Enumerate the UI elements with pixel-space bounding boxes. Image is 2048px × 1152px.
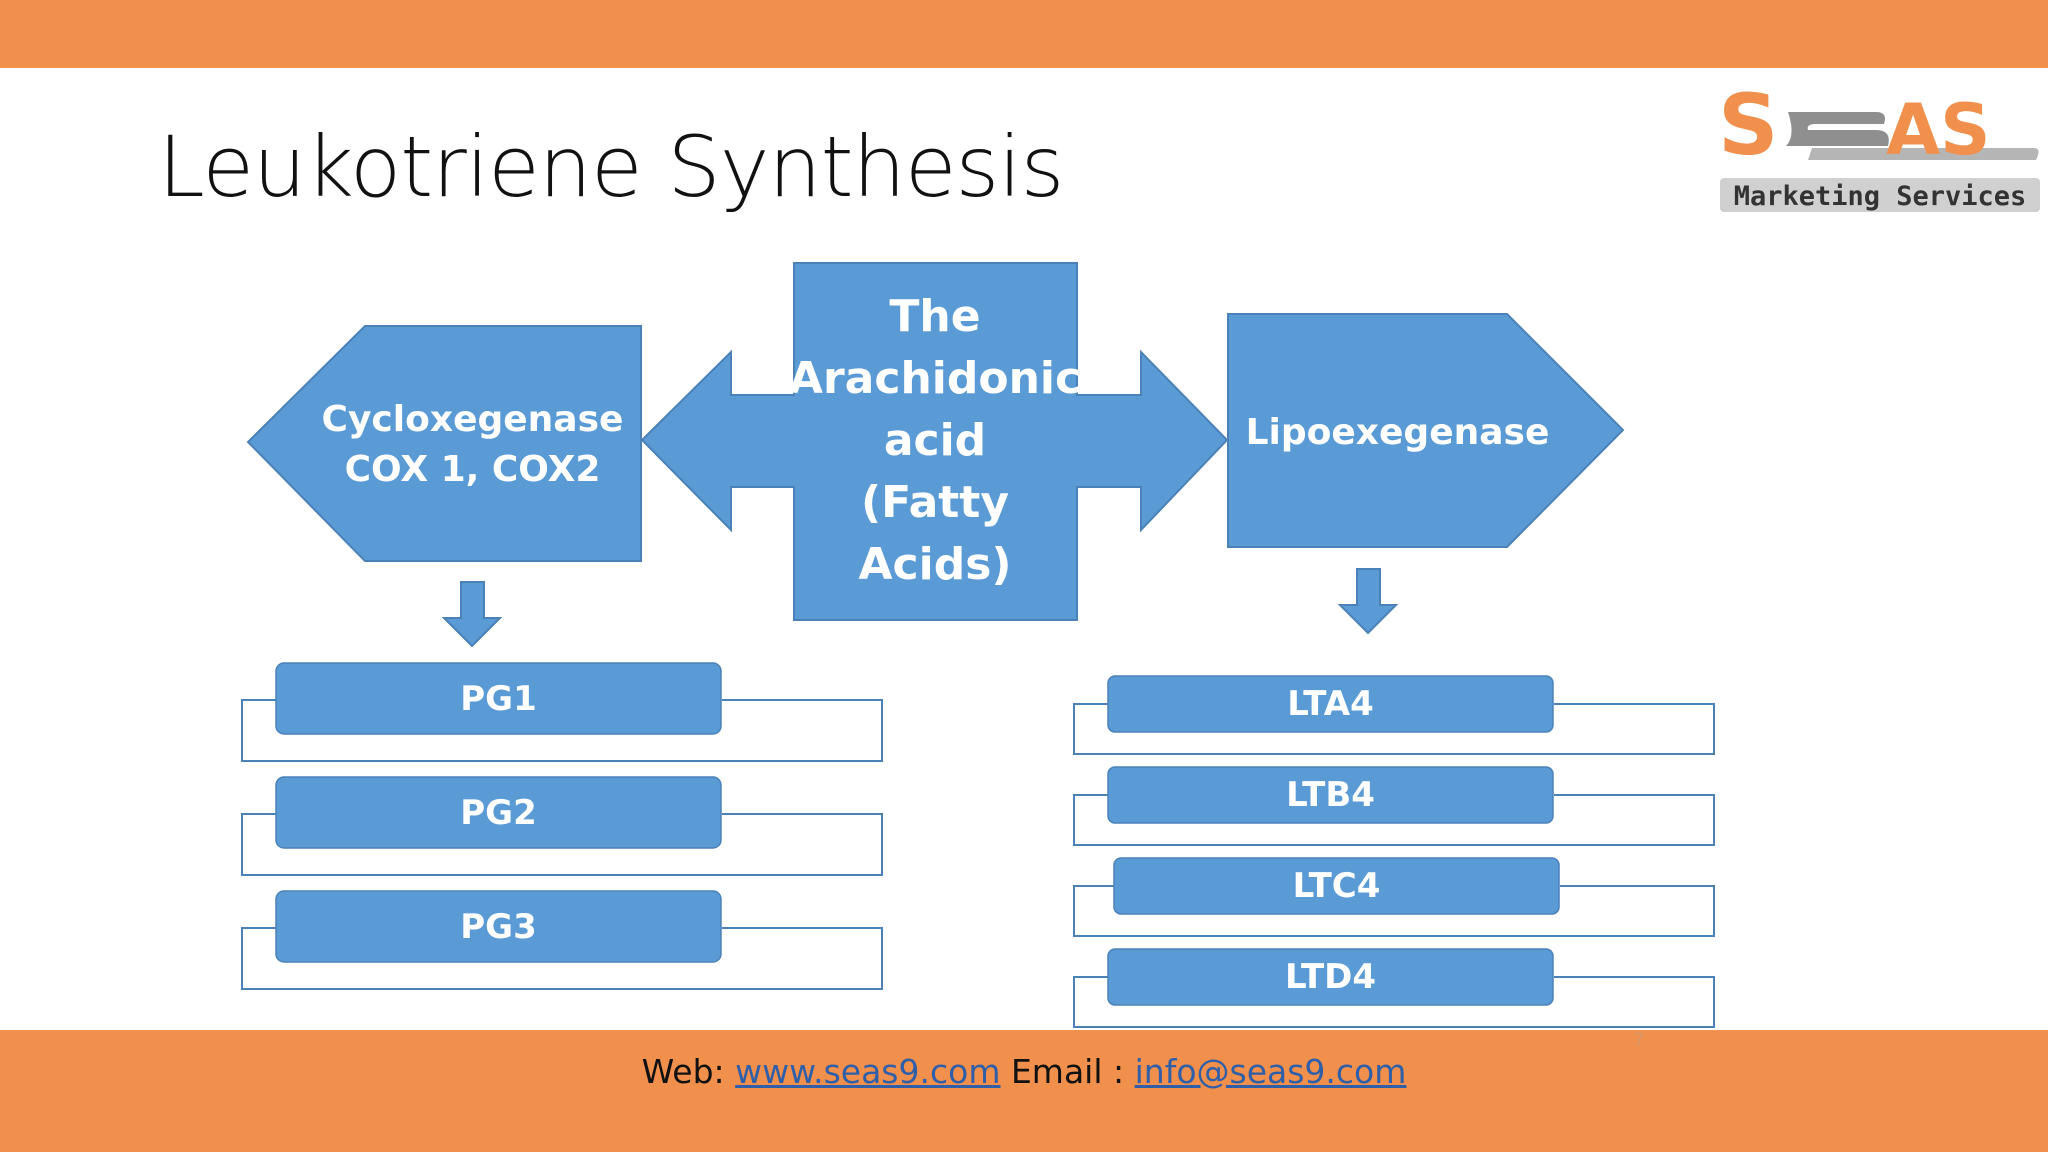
lta4-box <box>1107 675 1554 733</box>
pg-list <box>241 662 883 990</box>
pg1-label: PG1 <box>460 678 537 719</box>
center-double-arrow-shape <box>640 262 1229 621</box>
pg1-bracket <box>241 699 883 762</box>
logo-brand-left: S <box>1718 84 1779 174</box>
ltc4-label: LTC4 <box>1292 866 1381 906</box>
arachidonic-acid-label: The Arachidonic acid (Fatty Acids) <box>789 262 1081 620</box>
web-label: Web: <box>641 1052 736 1091</box>
logo-tagline-bg <box>1720 178 2040 212</box>
email-label: Email : <box>1000 1052 1135 1091</box>
top-banner <box>0 0 2048 68</box>
cyclooxygenase-shape <box>246 325 642 562</box>
center-line: acid <box>883 415 987 466</box>
pg2-label: PG2 <box>460 792 537 833</box>
left-down-arrow-icon <box>441 581 503 648</box>
ltd4-bracket <box>1073 976 1715 1028</box>
pg3-bracket <box>241 927 883 990</box>
lipoxygenase-shape <box>1227 313 1625 548</box>
lta4-bracket <box>1073 703 1715 755</box>
pg2-bracket <box>241 813 883 876</box>
logo-swoosh-icon <box>1786 112 2039 160</box>
ltb4-bracket <box>1073 794 1715 846</box>
pg1-box <box>275 662 722 735</box>
lt-list <box>1073 675 1715 1028</box>
ltd4-box <box>1107 948 1554 1006</box>
footer-contact: Web: www.seas9.com Email : info@seas9.co… <box>0 1052 2048 1091</box>
email-link[interactable]: info@seas9.com <box>1134 1052 1407 1091</box>
seas-logo: S AS Marketing Services <box>1718 84 2040 212</box>
center-line: The <box>889 291 981 342</box>
left-line: COX 1, COX2 <box>344 449 601 490</box>
center-line: Arachidonic <box>788 353 1082 404</box>
pg2-box <box>275 776 722 849</box>
ltb4-box <box>1107 766 1554 824</box>
slide-title: Leukotriene Synthesis <box>158 118 1064 216</box>
ltc4-box <box>1113 857 1560 915</box>
right-line: Lipoexegenase <box>1245 411 1550 453</box>
center-line: (Fatty <box>860 477 1010 528</box>
bottom-banner <box>0 1030 2048 1152</box>
pg3-label: PG3 <box>460 906 537 947</box>
pg3-box <box>275 890 722 963</box>
center-line: Acids) <box>858 539 1012 590</box>
page-number: 7 <box>1634 1030 1645 1050</box>
logo-tagline: Marketing Services <box>1734 181 2027 212</box>
ltb4-label: LTB4 <box>1286 775 1375 815</box>
logo-brand-right: AS <box>1886 89 1991 171</box>
cyclooxygenase-label: Cycloxegenase COX 1, COX2 <box>300 395 645 495</box>
right-down-arrow-icon <box>1337 568 1399 635</box>
left-line: Cycloxegenase <box>321 399 624 440</box>
ltd4-label: LTD4 <box>1284 957 1377 997</box>
ltc4-bracket <box>1073 885 1715 937</box>
lipoxygenase-label: Lipoexegenase <box>1225 400 1570 464</box>
web-link[interactable]: www.seas9.com <box>735 1052 1001 1091</box>
lta4-label: LTA4 <box>1287 684 1374 724</box>
